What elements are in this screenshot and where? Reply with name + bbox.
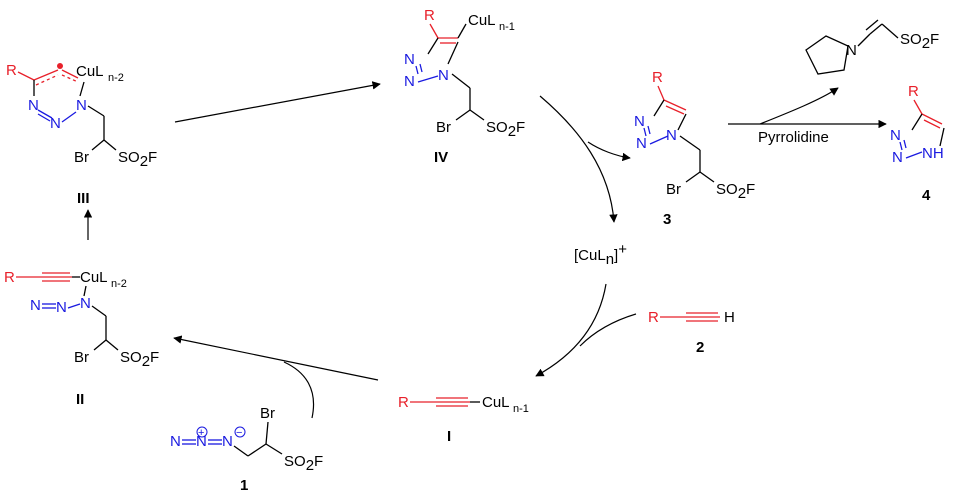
arrow-byproduct xyxy=(759,87,839,125)
arrow-azide-in xyxy=(283,361,315,419)
II-Cu-sub: n-2 xyxy=(111,278,127,290)
arrow-release-3 xyxy=(587,141,631,162)
1-minus-charge xyxy=(234,426,246,438)
3-Br: Br xyxy=(666,181,681,198)
III-N1: N xyxy=(28,97,39,114)
intermediate-IV: R CuL n-1 N N N Br SO2F IV xyxy=(404,7,525,166)
II-N1: N xyxy=(30,297,41,314)
pyrrolidine-ring xyxy=(805,35,849,75)
II-Br: Br xyxy=(74,349,89,366)
I-Cu: CuL xyxy=(482,394,510,411)
3-N1: N xyxy=(634,113,645,130)
II-R: R xyxy=(4,269,15,286)
III-N2: N xyxy=(50,115,61,132)
I-Cu-sub: n-1 xyxy=(513,403,529,415)
label-II: II xyxy=(76,391,84,408)
I-R: R xyxy=(398,394,409,411)
II-N3: N xyxy=(80,295,91,312)
label-4: 4 xyxy=(922,187,931,204)
IV-SO2F: SO2F xyxy=(486,119,525,140)
4-R: R xyxy=(908,83,919,100)
1-N2: N xyxy=(196,433,207,450)
3-R: R xyxy=(652,69,663,86)
1-Br: Br xyxy=(260,405,275,422)
reagent-pyrrolidine: Pyrrolidine xyxy=(758,129,829,146)
intermediate-II: R CuL n-2 N N N Br SO2F II xyxy=(4,269,159,408)
azide-1: N N + N − Br SO2F 1 xyxy=(170,405,323,494)
2-H: H xyxy=(724,309,735,326)
IV-N2: N xyxy=(404,73,415,90)
IV-N3: N xyxy=(438,67,449,84)
enamine-SO2F: SO2F xyxy=(900,31,939,52)
II-SO2F: SO2F xyxy=(120,349,159,370)
1-plus-charge xyxy=(196,426,208,438)
label-3: 3 xyxy=(663,211,671,228)
III-R: R xyxy=(6,62,17,79)
byproduct-enamine: N SO2F xyxy=(805,19,939,75)
IV-Br: Br xyxy=(436,119,451,136)
1-N3: N xyxy=(222,433,233,450)
3-N3: N xyxy=(666,127,677,144)
arrow-III-to-IV xyxy=(174,81,381,123)
IV-R: R xyxy=(424,7,435,24)
III-Cu-sub: n-2 xyxy=(108,72,124,84)
intermediate-III: R CuL n-2 N N N Br SO2F III xyxy=(6,62,157,207)
II-Cu: CuL xyxy=(80,269,108,286)
III-N3: N xyxy=(76,97,87,114)
4-N2: N xyxy=(892,149,903,166)
arrow-I-to-II xyxy=(173,335,379,381)
IV-Cu: CuL xyxy=(468,12,496,29)
III-Cu: CuL xyxy=(76,63,104,80)
alkyne-2: R H 2 xyxy=(648,309,735,356)
label-III: III xyxy=(77,190,90,207)
product-4: R N N NH 4 xyxy=(890,83,945,204)
4-N1: N xyxy=(890,127,901,144)
III-Br: Br xyxy=(74,149,89,166)
arrow-catalyst-to-I xyxy=(535,283,607,377)
label-2: 2 xyxy=(696,339,704,356)
II-N2: N xyxy=(56,299,67,316)
product-3: R N N N Br SO2F 3 xyxy=(634,69,755,228)
1-N1: N xyxy=(170,433,181,450)
2-R: R xyxy=(648,309,659,326)
III-SO2F: SO2F xyxy=(118,149,157,170)
1-SO2F: SO2F xyxy=(284,453,323,474)
label-1: 1 xyxy=(240,477,248,494)
arrow-alkyne-in xyxy=(579,313,637,347)
label-IV: IV xyxy=(434,149,448,166)
intermediate-I: R CuL n-1 I xyxy=(398,394,529,445)
1-plus: + xyxy=(198,427,204,439)
catalyst-CuLn: [CuLn]+ xyxy=(574,241,627,268)
label-I: I xyxy=(447,428,451,445)
arrow-IV-to-catalyst xyxy=(539,95,618,223)
enamine-N: N xyxy=(846,42,857,59)
IV-Cu-sub: n-1 xyxy=(499,21,515,33)
III-radical-dot xyxy=(57,63,63,69)
3-SO2F: SO2F xyxy=(716,181,755,202)
4-NH: NH xyxy=(922,145,944,162)
IV-N1: N xyxy=(404,51,415,68)
1-minus: − xyxy=(236,427,242,439)
3-N2: N xyxy=(636,135,647,152)
